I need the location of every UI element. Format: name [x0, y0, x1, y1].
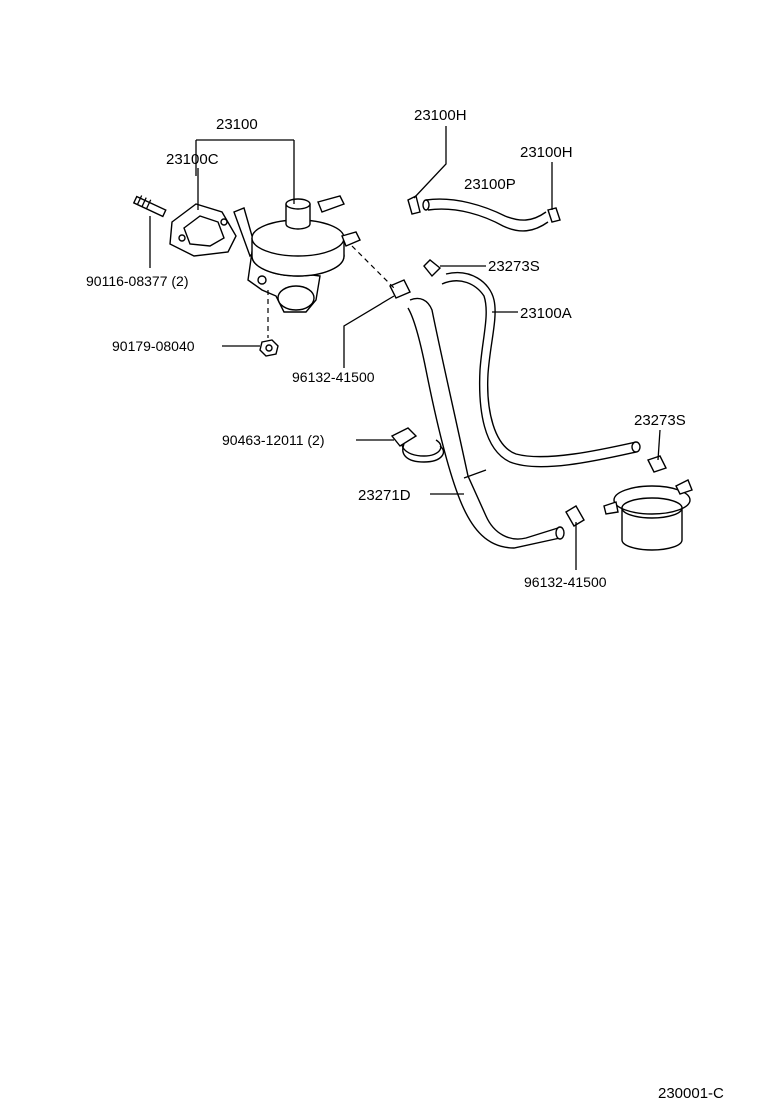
- clip-dashed-guide: [351, 245, 395, 289]
- clamp-s-right-part: [647, 455, 667, 473]
- stud-part: [132, 195, 167, 218]
- clamp-h-right-part: [547, 207, 561, 223]
- label-hose-d: 23271D: [358, 487, 411, 504]
- diagram-code: 230001-C: [658, 1085, 724, 1102]
- label-hose-a: 23100A: [520, 305, 572, 322]
- gasket-part: [169, 203, 237, 257]
- label-stud: 90116-08377 (2): [86, 273, 188, 289]
- label-clip-left: 96132-41500: [292, 369, 375, 385]
- label-hose-h-left: 23100H: [414, 107, 467, 124]
- label-gasket: 23100C: [166, 151, 219, 168]
- hose-a-part: [441, 272, 641, 468]
- label-nut: 90179-08040: [112, 338, 195, 354]
- label-band: 90463-12011 (2): [222, 432, 324, 448]
- band-part: [390, 427, 445, 463]
- label-hose-h-right: 23100H: [520, 144, 573, 161]
- label-clamp-s-top: 23273S: [488, 258, 540, 275]
- hose-p-part: [422, 198, 549, 232]
- label-clamp-s-right: 23273S: [634, 412, 686, 429]
- clip-right-part: [565, 505, 585, 527]
- clamp-s-top-part: [423, 259, 442, 278]
- fuel-filter-part: [603, 479, 693, 551]
- label-fuel-pump: 23100: [216, 116, 258, 133]
- fuel-pump-part: [233, 195, 361, 313]
- hose-d-part: [407, 297, 565, 549]
- label-hose-p: 23100P: [464, 176, 516, 193]
- clamp-h-left-part: [407, 194, 421, 215]
- leader-lines: [149, 126, 661, 570]
- clip-left-part: [389, 279, 411, 299]
- nut-part: [259, 339, 279, 357]
- label-clip-right: 96132-41500: [524, 574, 607, 590]
